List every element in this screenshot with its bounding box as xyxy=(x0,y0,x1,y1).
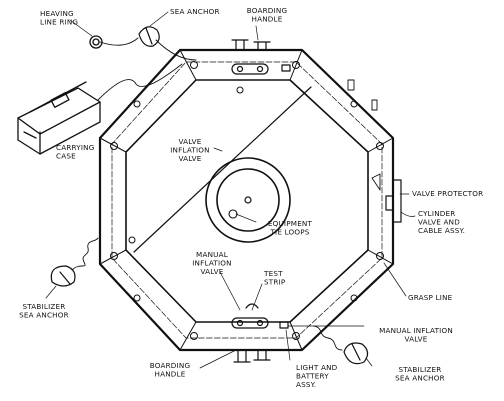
grasp-line-label-line: GRASP LINE xyxy=(408,293,453,302)
sea-anchor-top-label: SEA ANCHOR xyxy=(170,7,220,16)
grasp-line-loop xyxy=(111,61,383,339)
valve-protector-label-line: VALVE PROTECTOR xyxy=(412,189,483,198)
cylinder-valve-label-line: CYLINDER xyxy=(418,209,455,218)
sea-anchor-top-label-line: SEA ANCHOR xyxy=(170,7,220,16)
stabilizer-right-label-line: STABILIZER xyxy=(399,365,442,374)
manual-inflation-valve-left-label-line: MANUAL xyxy=(196,250,228,259)
equipment-tie-loops-label-line: TIE LOOPS xyxy=(269,228,309,237)
valve-protector xyxy=(385,179,402,223)
boarding-handle-bottom xyxy=(231,303,289,363)
right-tube-details xyxy=(347,79,381,191)
valve-protector-label: VALVE PROTECTOR xyxy=(412,189,483,198)
center-valve-assembly xyxy=(205,157,291,243)
light-battery-label-line: ASSY. xyxy=(296,380,316,389)
raft-floor-diagonal xyxy=(133,86,312,253)
boarding-handle-bottom-label-line: BOARDING xyxy=(150,361,190,370)
stabilizer-right-icon xyxy=(343,342,369,365)
boarding-handle-top-label-line: HANDLE xyxy=(252,15,283,24)
manual-inflation-valve-left-label-line: VALVE xyxy=(200,267,223,276)
boarding-handle-top xyxy=(231,39,291,75)
manual-inflation-valve-left-label-line: INFLATION xyxy=(192,259,232,268)
stabilizer-left-label-line: STABILIZER xyxy=(23,302,66,311)
boarding-handle-top-label-line: BOARDING xyxy=(247,6,287,15)
raft-outer-octagon xyxy=(98,48,395,352)
carrying-case-label-line: CARRYING xyxy=(56,143,95,152)
valve-inflation-valve-label-line: VALVE xyxy=(178,154,201,163)
heaving-line-ring-icon xyxy=(89,35,103,49)
light-battery-label-line: LIGHT AND xyxy=(296,363,338,372)
cylinder-valve-label-line: VALVE AND xyxy=(418,218,460,227)
raft-inner-octagon xyxy=(125,79,369,323)
test-strip-label-line: STRIP xyxy=(264,278,286,287)
stabilizer-right-label-line: SEA ANCHOR xyxy=(395,374,445,383)
cylinder-valve-label-line: CABLE ASSY. xyxy=(418,226,465,235)
carrying-case-label-line: CASE xyxy=(56,152,76,161)
carrying-case-icon xyxy=(17,81,101,155)
test-strip-label-line: TEST xyxy=(263,269,283,278)
heaving-line-ring-label-line: HEAVING xyxy=(40,9,74,18)
grasp-line-label: GRASP LINE xyxy=(408,293,453,302)
manual-inflation-valve-right-label-line: MANUAL INFLATION xyxy=(379,326,453,335)
sea-anchor-top-icon xyxy=(138,26,160,47)
heaving-line-ring-label-line: LINE RING xyxy=(40,18,78,27)
boarding-handle-bottom-label-line: HANDLE xyxy=(155,370,186,379)
stabilizer-left-icon xyxy=(50,265,76,287)
tether-lines xyxy=(71,37,343,351)
valve-inflation-valve-label-line: INFLATION xyxy=(170,146,210,155)
equipment-tie-loops-label-line: EQUIPMENT xyxy=(268,219,313,228)
tube-seams xyxy=(99,49,394,351)
manual-inflation-valve-right-label-line: VALVE xyxy=(404,335,427,344)
corner-loops xyxy=(110,61,384,340)
leader-lines xyxy=(45,11,416,369)
light-battery-label-line: BATTERY xyxy=(296,372,329,381)
stabilizer-left-label-line: SEA ANCHOR xyxy=(19,311,69,320)
valve-inflation-valve-label-line: VALVE xyxy=(178,137,201,146)
